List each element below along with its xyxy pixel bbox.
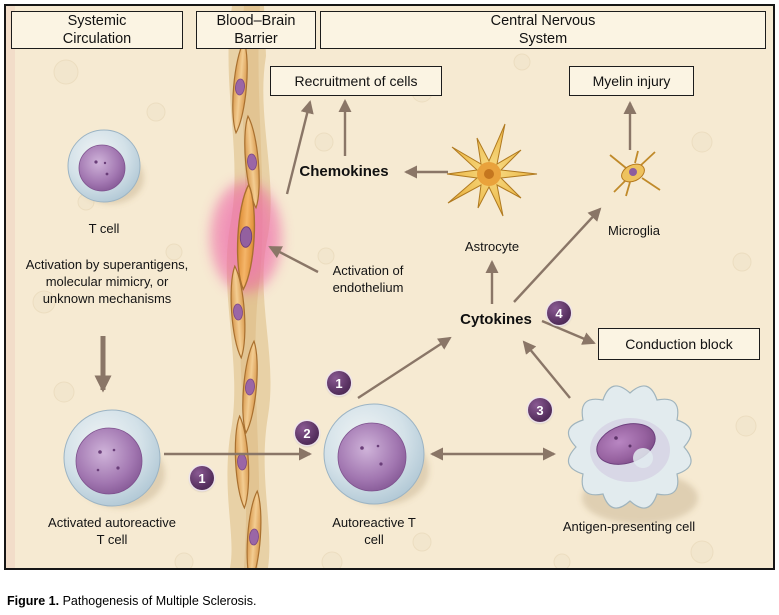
figure-caption-text: Pathogenesis of Multiple Sclerosis. [62,594,257,608]
header-blood-brain-barrier: Blood–Brain Barrier [196,11,316,49]
conduction-block-label: Conduction block [625,336,733,352]
endothelium-activation-annotation: Activation of endothelium [332,263,404,296]
autoreactive-t-cell-label: Autoreactive T cell [332,515,416,548]
arrows [94,99,637,461]
arrow-endothelium-to-recruitment [285,100,314,195]
arrow-apc-to-cytokines [522,340,571,399]
header-central-nervous-system: Central Nervous System [320,11,766,49]
chemokines-label: Chemokines [299,163,389,180]
cytokines-label: Cytokines [460,311,532,328]
activated-endothelial-cell [236,183,256,291]
background-texture-cells [32,53,757,568]
t-cell-label: T cell [88,221,120,236]
astrocyte-label: Astrocyte [464,239,520,254]
recruitment-of-cells-box: Recruitment of cells [270,66,442,96]
step-badge-2: 2 [295,421,319,445]
microglia-label: Microglia [607,223,660,238]
activated-autoreactive-t-cell-illustration [63,409,165,508]
myelin-injury-box: Myelin injury [569,66,694,96]
endothelial-cells [230,39,262,568]
figure-caption-number: Figure 1. [7,594,60,608]
autoreactive-t-cell-illustration [323,403,429,505]
step-badge-1-left: 1 [190,466,214,490]
diagram-artwork [6,6,757,568]
step-badge-1-center: 1 [327,371,351,395]
arrow-cytokines-to-microglia [513,207,602,303]
header-central-nervous-system-label: Central Nervous System [490,12,596,47]
figure-caption: Figure 1. Pathogenesis of Multiple Scler… [7,594,256,608]
activated-autoreactive-t-cell-label: Activated autoreactive T cell [48,515,176,548]
left-margin-tint [6,6,15,568]
figure-panel: Systemic Circulation Blood–Brain Barrier… [4,4,775,570]
step-badge-3: 3 [528,398,552,422]
antigen-presenting-cell-label: Antigen-presenting cell [562,519,696,534]
arrow-tcell-to-cytokines [357,336,452,400]
t-cell-illustration [67,129,144,204]
header-systemic-circulation: Systemic Circulation [11,11,183,49]
myelin-injury-label: Myelin injury [592,73,671,89]
recruitment-of-cells-label: Recruitment of cells [294,73,418,89]
antigen-presenting-cell-illustration [567,385,698,524]
astrocyte-illustration [446,123,538,217]
header-systemic-circulation-label: Systemic Circulation [62,12,132,47]
step-badge-4: 4 [547,301,571,325]
header-blood-brain-barrier-label: Blood–Brain Barrier [216,12,296,47]
arrow-cytokines-to-conduction-block [541,319,596,345]
t-cell-activation-annotation: Activation by superantigens, molecular m… [25,257,189,307]
conduction-block-box: Conduction block [598,328,760,360]
arrow-label-to-endothelium [268,245,319,274]
microglia-illustration [609,150,661,197]
